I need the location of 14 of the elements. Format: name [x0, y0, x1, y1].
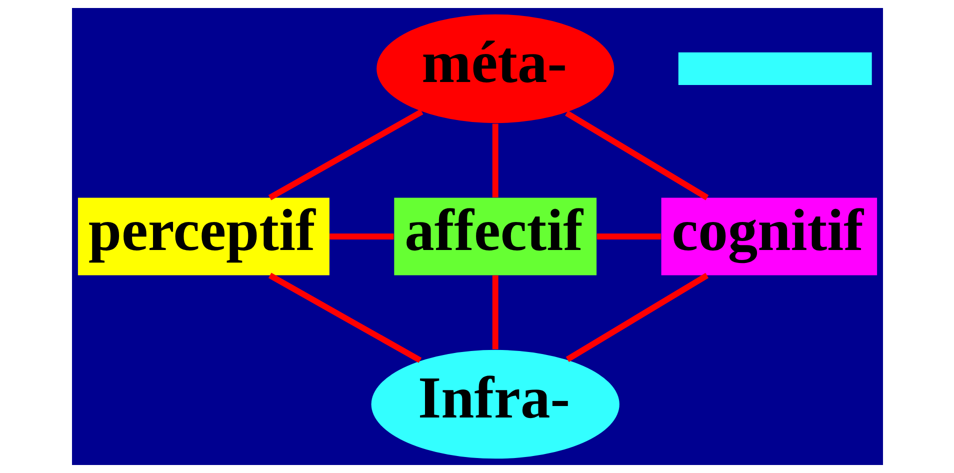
connector	[268, 109, 423, 200]
connector	[565, 272, 708, 362]
connector	[492, 124, 498, 198]
node-box: cognitif	[660, 198, 877, 276]
connector	[329, 234, 394, 240]
node-ellipse: Infra-	[370, 350, 619, 459]
node-box	[678, 52, 872, 86]
connector	[564, 110, 708, 200]
node-box: perceptif	[77, 198, 329, 276]
node-ellipse: méta-	[376, 14, 614, 124]
connector	[492, 275, 498, 350]
connector	[596, 234, 660, 240]
connector	[268, 272, 422, 363]
node-box: affectif	[394, 198, 596, 276]
